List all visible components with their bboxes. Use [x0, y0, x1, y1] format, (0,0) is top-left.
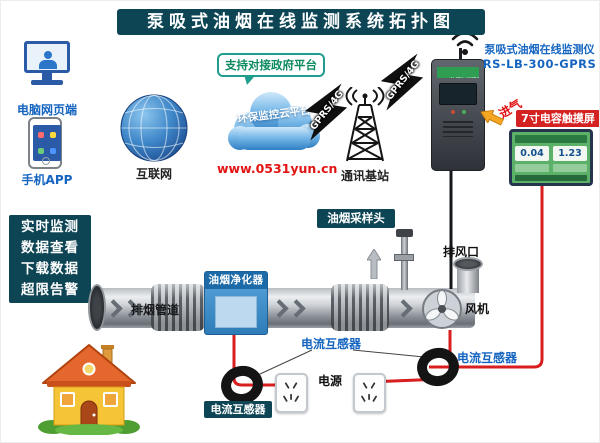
air-intake-arrow-icon [476, 105, 506, 133]
purifier-label: 油烟净化器 [205, 272, 267, 289]
monitor-screen [24, 41, 70, 73]
current-transformer-ring [417, 347, 459, 387]
touchscreen-label: 7寸电容触摸屏 [516, 110, 599, 127]
touchscreen-display: 0.04 1.23 [509, 129, 593, 186]
current-transformer-label: 电流互感器 [457, 351, 518, 365]
internet-label: 互联网 [135, 167, 172, 181]
phone-icon [28, 117, 62, 169]
phone-label: 手机APP [21, 173, 73, 187]
computer-label: 电脑网页端 [16, 103, 77, 117]
up-arrow-icon [366, 248, 382, 283]
gov-platform-bubble: 支持对接政府平台 [217, 53, 325, 77]
feature-list: 实时监测 数据查看 下载数据 超限告警 [9, 215, 91, 303]
current-transformer-label: 电流互感器 [301, 337, 362, 351]
pipe-opening [88, 284, 106, 331]
computer-icon [21, 41, 73, 99]
user-avatar-icon [44, 51, 52, 59]
status-led [450, 110, 455, 114]
base-station-label: 通讯基站 [340, 169, 389, 183]
antenna [459, 48, 462, 60]
current-transformer-label: 电流互感器 [204, 401, 272, 418]
sampling-head-label: 油烟采样头 [317, 209, 395, 228]
feature-item: 数据查看 [21, 240, 79, 256]
fan-label: 风机 [465, 302, 490, 316]
flow-arrow-icon [394, 299, 414, 318]
device-vents [443, 121, 473, 137]
internet-globe-icon [119, 93, 189, 167]
corrugated-section [331, 284, 389, 331]
cloud-url: www.0531yun.cn [217, 161, 338, 176]
lightning-bolt-icon [303, 83, 349, 147]
device-panel-label: 油烟在线监测仪 [437, 67, 479, 78]
screen-value: 1.23 [553, 146, 587, 161]
power-label: 电源 [317, 374, 342, 388]
status-led [461, 110, 466, 114]
device-display [439, 83, 477, 105]
lightning-bolt-icon [379, 53, 425, 117]
exhaust-outlet-label: 排风口 [443, 245, 480, 259]
leader-line [259, 349, 313, 375]
cloud-icon [221, 81, 327, 169]
screen-value: 0.04 [515, 146, 549, 161]
page-title: 泵吸式油烟在线监测系统拓扑图 [117, 9, 485, 35]
sampling-probe [401, 234, 408, 290]
feature-item: 实时监测 [21, 219, 79, 235]
device-name: 泵吸式油烟在线监测仪 RS-LB-300-GPRS [482, 43, 597, 71]
current-transformer-ring [221, 365, 263, 405]
house-icon [37, 337, 141, 439]
bubble-tail [242, 75, 254, 86]
base-station-icon [337, 86, 393, 171]
power-wire [429, 185, 544, 369]
fan-icon [422, 289, 462, 333]
power-outlet [353, 373, 386, 413]
feature-item: 下载数据 [21, 261, 79, 277]
flow-arrow-icon [270, 299, 307, 318]
power-outlet [275, 373, 308, 413]
monitor-device: 油烟在线监测仪 [431, 59, 485, 171]
exhaust-pipe-label: 排烟管道 [131, 303, 180, 317]
feature-item: 超限告警 [21, 282, 79, 298]
home-button-icon [42, 157, 50, 165]
corrugated-section [151, 284, 205, 331]
fume-purifier: 油烟净化器 [204, 271, 268, 335]
